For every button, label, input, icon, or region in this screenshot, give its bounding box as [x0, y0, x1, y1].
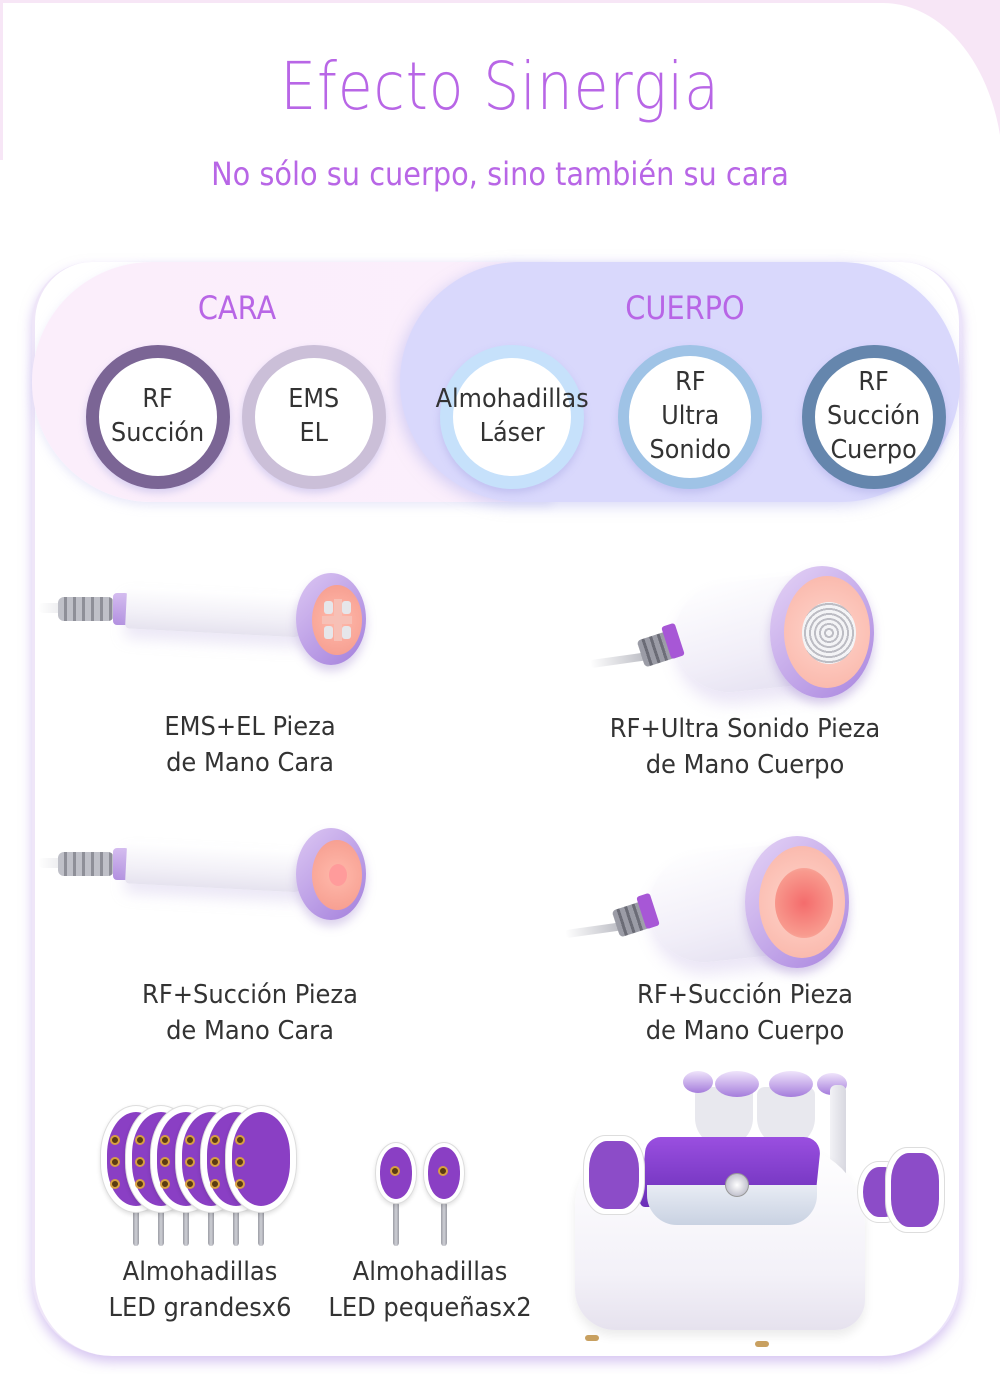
- feature-circle-line: EL: [299, 418, 329, 448]
- pad-cable: [393, 1202, 399, 1246]
- cara-label: CARA: [197, 289, 277, 327]
- page-subtitle: No sólo su cuerpo, sino también su cara: [211, 155, 789, 193]
- pad-cable: [233, 1210, 239, 1246]
- feature-circle-line: Ultra: [660, 401, 720, 432]
- led-dot: [210, 1157, 220, 1167]
- led-dot: [160, 1157, 170, 1167]
- feature-circle-line: EMS: [288, 384, 340, 415]
- led-dot: [110, 1135, 120, 1145]
- feature-circle-rf-succion-cuerpo: RF Succión Cuerpo: [802, 345, 946, 489]
- pad-cable: [133, 1210, 139, 1246]
- led-dot: [390, 1166, 400, 1176]
- feature-circle-line: Cuerpo: [830, 434, 918, 465]
- led-dot: [135, 1179, 145, 1189]
- led-dot: [160, 1135, 170, 1145]
- product-caption: RF+Succión Pieza de Mano Cuerpo: [637, 980, 853, 1046]
- product-caption: EMS+EL Pieza de Mano Cara: [164, 712, 336, 778]
- led-dot: [185, 1135, 195, 1145]
- led-dot: [235, 1135, 245, 1145]
- large-led-pad: [225, 1105, 297, 1213]
- cuerpo-label: CUERPO: [625, 289, 745, 327]
- feature-circle-line: Láser: [479, 418, 545, 448]
- led-dot: [235, 1179, 245, 1189]
- led-dot: [185, 1179, 195, 1189]
- feature-circle-rf-ultra-sonido: RF Ultra Sonido: [618, 345, 762, 489]
- led-dot: [135, 1157, 145, 1167]
- led-dot: [438, 1166, 448, 1176]
- feature-circle-line: Succión: [111, 418, 205, 448]
- feature-circle-line: RF: [858, 367, 890, 398]
- led-dot: [110, 1179, 120, 1189]
- feature-circle-line: Succión: [827, 401, 921, 432]
- pad-cable: [158, 1210, 164, 1246]
- product-caption: RF+Succión Pieza de Mano Cara: [142, 980, 358, 1046]
- pad-caption-large: Almohadillas LED grandesx6: [108, 1257, 292, 1323]
- large-led-pad-image: [100, 1105, 300, 1255]
- feature-circle-rf-succion-cara: RF Succión: [86, 345, 230, 489]
- pad-caption-small: Almohadillas LED pequeñasx2: [328, 1257, 532, 1323]
- feature-circle-line: Sonido: [649, 434, 731, 465]
- feature-circle-line: RF: [142, 384, 174, 415]
- pad-cable: [258, 1210, 264, 1246]
- feature-circle-almohadillas-laser: Almohadillas Láser: [435, 345, 589, 489]
- led-dot: [210, 1135, 220, 1145]
- led-dot: [135, 1135, 145, 1145]
- small-led-pad: [375, 1142, 417, 1204]
- led-dot: [185, 1157, 195, 1167]
- feature-circle-ems-el: EMS EL: [242, 345, 386, 489]
- feature-circle-line: Almohadillas: [435, 384, 589, 415]
- beauty-machine-image: [565, 1065, 975, 1347]
- led-dot: [210, 1179, 220, 1189]
- led-dot: [110, 1157, 120, 1167]
- pad-cable: [441, 1202, 447, 1246]
- page-title: Efecto Sinergia: [280, 48, 720, 125]
- product-caption: RF+Ultra Sonido Pieza de Mano Cuerpo: [609, 714, 881, 780]
- feature-circle-line: RF: [674, 367, 706, 398]
- small-led-pad-image: [375, 1142, 475, 1252]
- pad-cable: [208, 1210, 214, 1246]
- pad-cable: [183, 1210, 189, 1246]
- led-dot: [160, 1179, 170, 1189]
- led-dot: [235, 1157, 245, 1167]
